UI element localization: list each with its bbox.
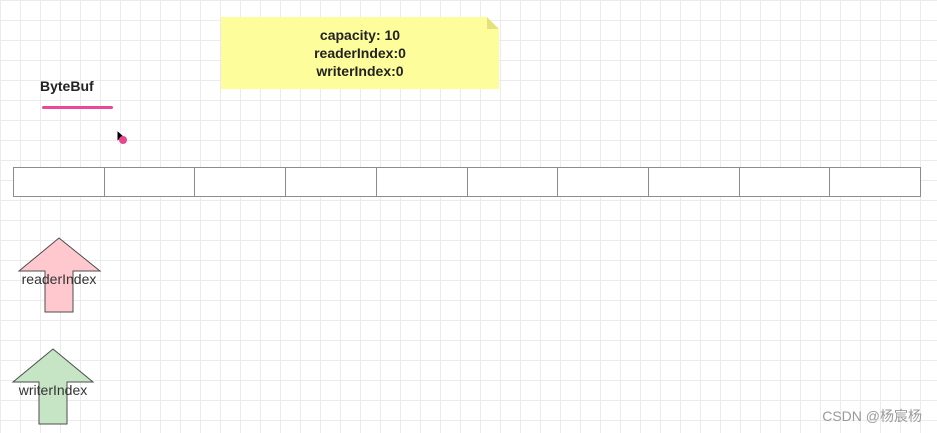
sticky-note-fold [487, 17, 499, 29]
sticky-note-writer-index: writerIndex:0 [316, 63, 404, 79]
buffer-cell[interactable] [105, 168, 196, 196]
cursor-dot [119, 136, 127, 144]
bytebuf-buffer [13, 167, 921, 197]
buffer-cell[interactable] [740, 168, 831, 196]
reader-index-label: readerIndex [21, 271, 97, 287]
buffer-cell[interactable] [286, 168, 377, 196]
buffer-cell[interactable] [377, 168, 468, 196]
reader-index-arrow[interactable] [17, 237, 102, 313]
watermark: CSDN @杨宸杨 [822, 408, 922, 424]
buffer-cell[interactable] [830, 168, 920, 196]
writer-index-label: writerIndex [18, 382, 88, 398]
sticky-note-capacity: capacity: 10 [319, 27, 401, 43]
buffer-cell[interactable] [195, 168, 287, 196]
buffer-cell[interactable] [649, 168, 740, 196]
bytebuf-title-underline[interactable] [42, 106, 113, 109]
buffer-cell[interactable] [14, 168, 105, 196]
sticky-note[interactable]: capacity: 10 readerIndex:0 writerIndex:0 [221, 17, 499, 89]
buffer-cell[interactable] [558, 168, 649, 196]
bytebuf-title[interactable]: ByteBuf [40, 78, 94, 94]
sticky-note-reader-index: readerIndex:0 [314, 45, 406, 61]
writer-index-arrow[interactable] [11, 348, 95, 425]
buffer-cell[interactable] [468, 168, 559, 196]
